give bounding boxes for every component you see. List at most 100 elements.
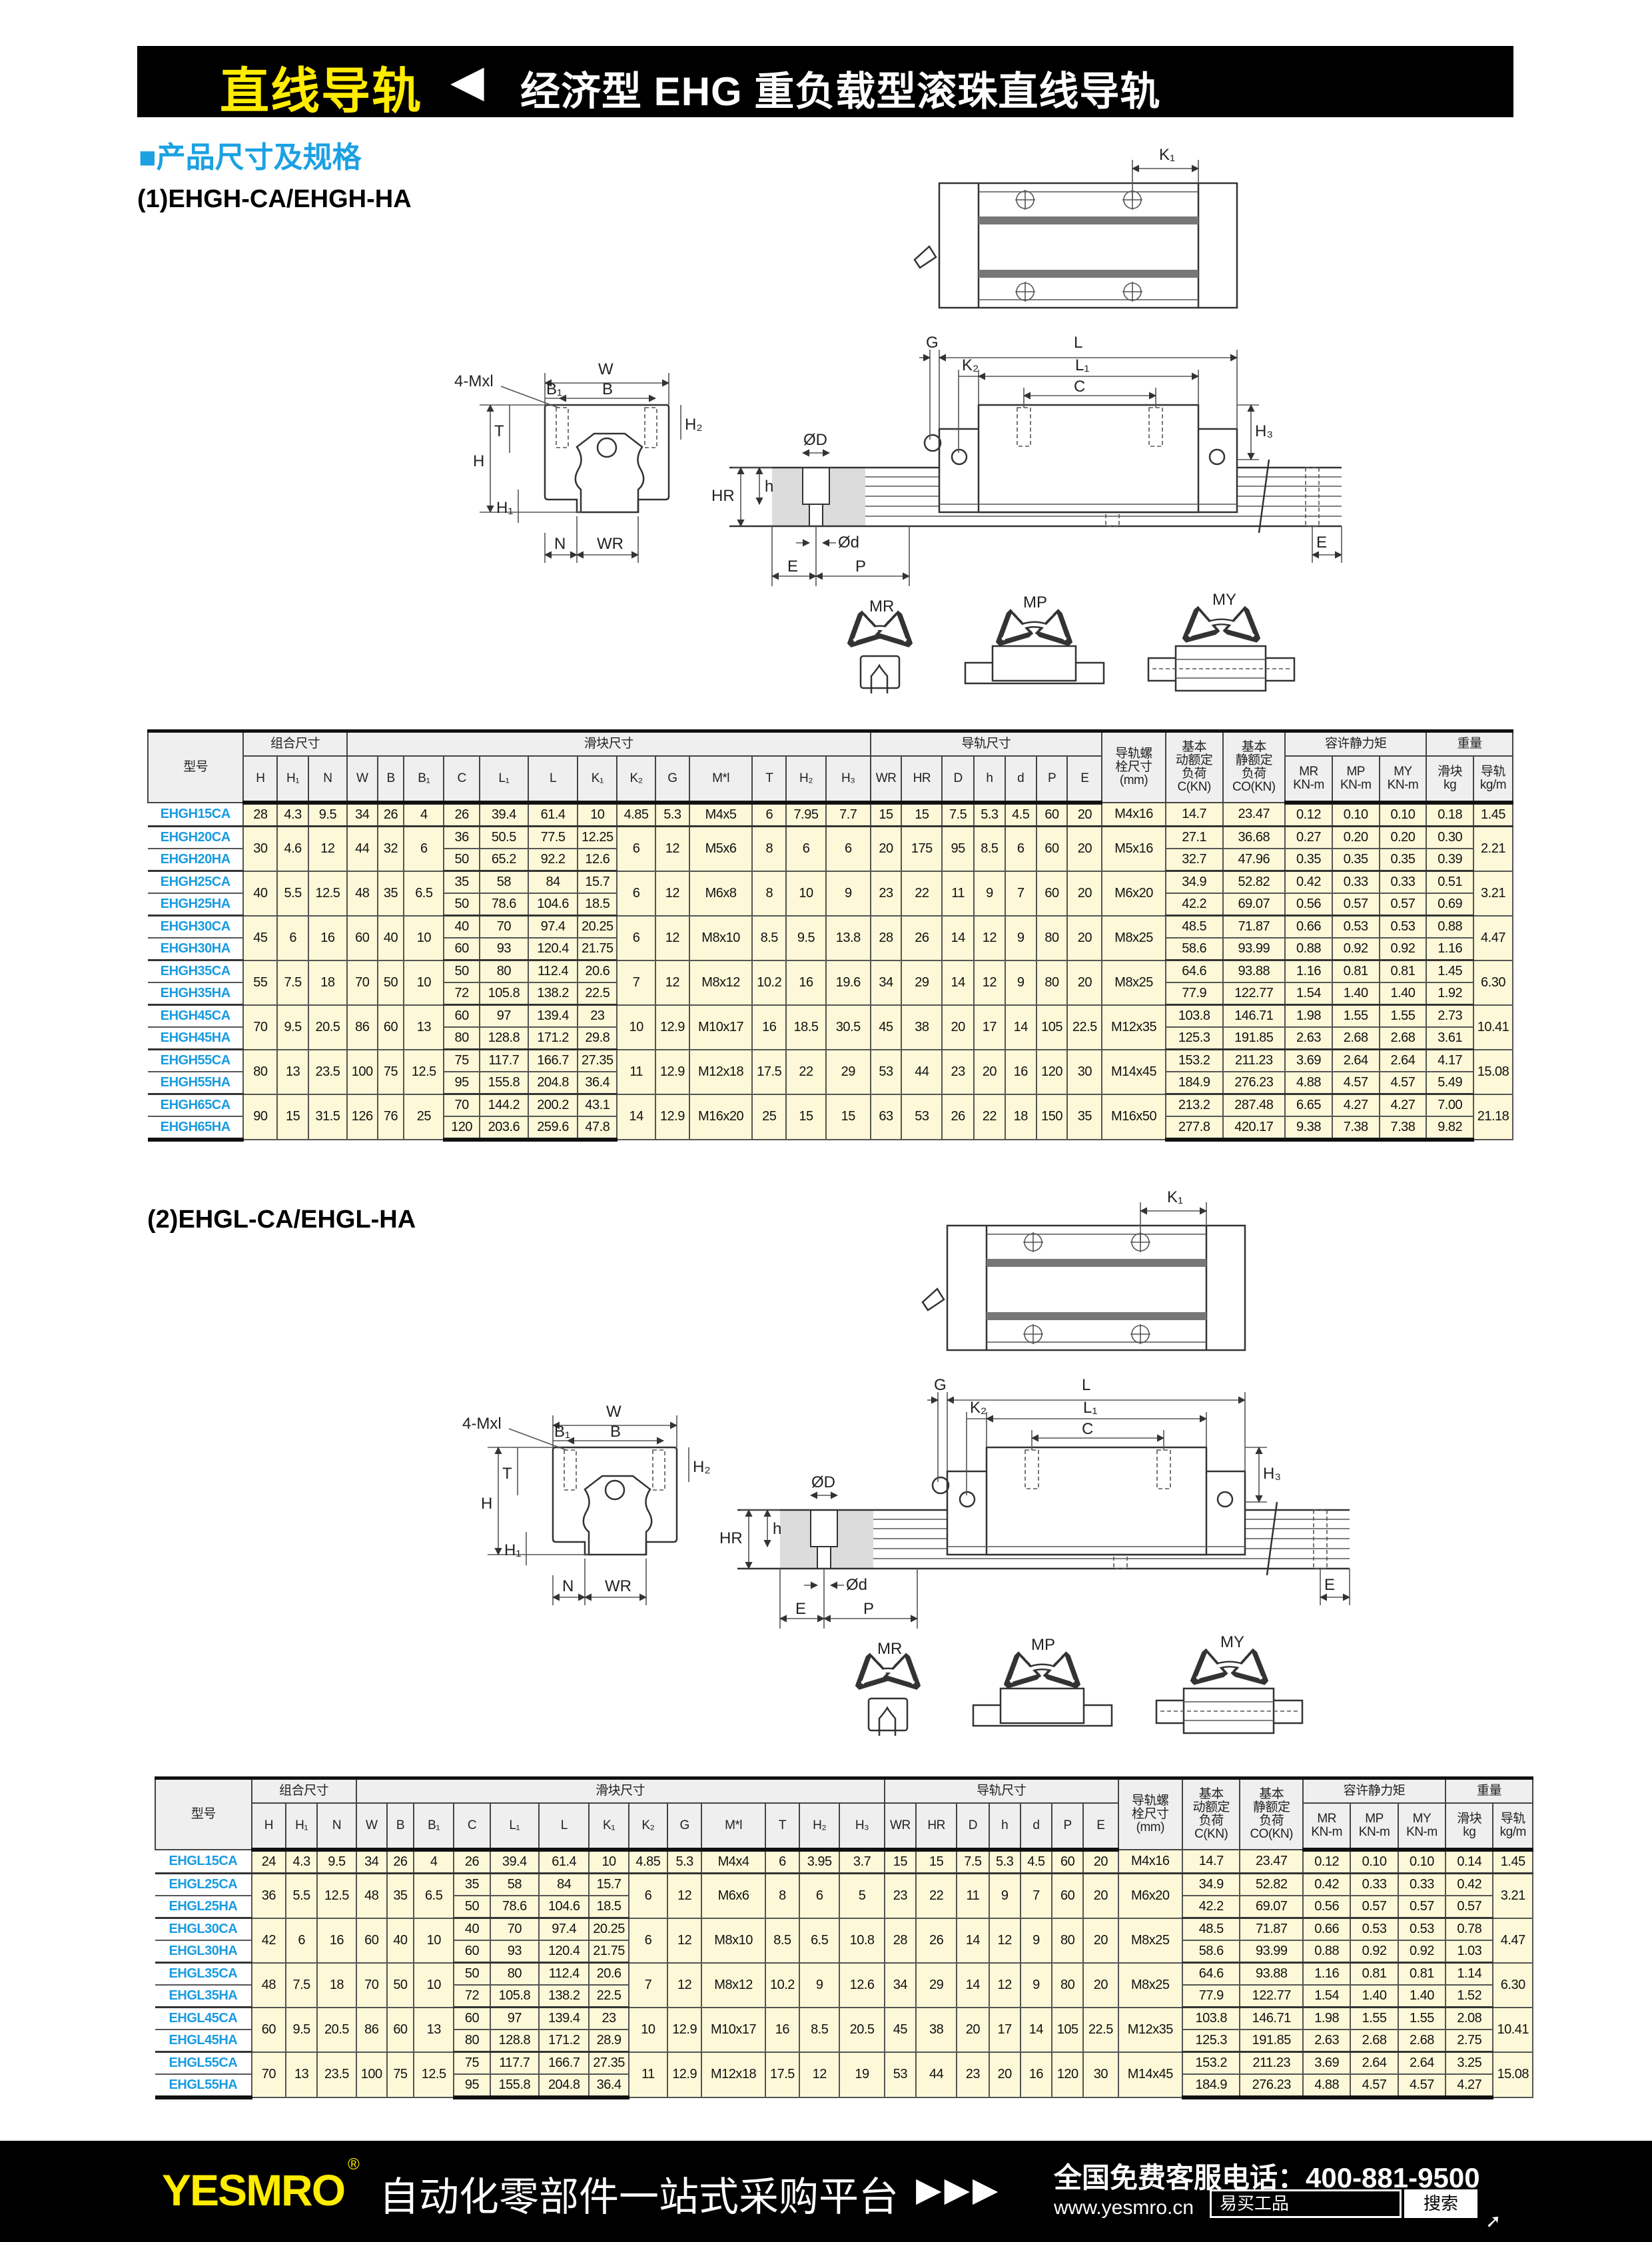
table-cell: M4x5 — [688, 802, 753, 827]
label-l: L — [1082, 1376, 1090, 1394]
table-cell: 0.66 — [1284, 915, 1333, 938]
table-cell: 12 — [654, 870, 690, 917]
table-cell: 9 — [1019, 1962, 1053, 2008]
table-cell: 75 — [376, 1048, 405, 1095]
table-cell: 276.23 — [1239, 2073, 1304, 2099]
column-header: H — [250, 1802, 287, 1852]
table-cell: 420.17 — [1222, 1116, 1286, 1142]
table-cell: 0.53 — [1397, 1917, 1447, 1941]
table-cell: 20 — [1066, 915, 1103, 961]
table-cell: M12x18 — [688, 1048, 753, 1095]
table-cell: 36 — [443, 825, 481, 849]
table-cell: 3.69 — [1302, 2051, 1352, 2075]
label-h1: H₁ — [504, 1541, 521, 1559]
label-my: MY — [1220, 1633, 1244, 1651]
table-cell: 28 — [242, 802, 278, 827]
column-header: D — [956, 1802, 990, 1852]
table-cell: 1.40 — [1397, 1984, 1447, 2008]
footer-banner: YESMRO ® 自动化零部件一站式采购平台 ▶▶▶ 全国免费客服电话：400-… — [0, 2141, 1652, 2242]
table-cell: 2.68 — [1331, 1026, 1380, 1050]
table-cell: M8x25 — [1101, 959, 1166, 1006]
table-cell: 6 — [403, 825, 445, 872]
table-cell: 38 — [915, 2006, 958, 2053]
table-cell: 117.7 — [479, 1048, 529, 1072]
table-cell: 50 — [376, 959, 405, 1006]
table-cell: 0.42 — [1445, 1872, 1494, 1896]
search-button[interactable]: 搜索 — [1404, 2189, 1477, 2218]
column-header: L₁ — [489, 1802, 540, 1852]
table-cell: 1.45 — [1426, 959, 1475, 983]
table-cell: 0.10 — [1331, 802, 1380, 827]
header-slider-dims: 滑块尺寸 — [346, 729, 871, 757]
column-header: L — [527, 755, 579, 805]
table-cell: M14x45 — [1101, 1048, 1166, 1095]
header-dynamic-load: 基本 动额定 负荷 C(KN) — [1164, 729, 1224, 803]
table-cell: 14 — [941, 959, 975, 1006]
yesmro-logo: YESMRO — [162, 2165, 346, 2215]
table-cell: 39.4 — [479, 802, 529, 827]
table-cell: 26 — [386, 1849, 415, 1874]
header-slider-dims: 滑块尺寸 — [355, 1776, 885, 1804]
table-cell: 78.6 — [489, 1895, 540, 1919]
table-cell: 2.64 — [1350, 2051, 1399, 2075]
table-cell: 138.2 — [527, 982, 579, 1006]
website-link[interactable]: www.yesmro.cn — [1054, 2197, 1194, 2219]
table-cell: 0.56 — [1284, 893, 1333, 917]
table-cell: 146.71 — [1239, 2006, 1304, 2030]
table-cell: 4 — [403, 802, 445, 827]
table-cell: 5.3 — [654, 802, 690, 827]
table-cell: 80 — [479, 959, 529, 983]
column-header: WR — [883, 1802, 917, 1852]
table-cell: 8.5 — [764, 1917, 801, 1964]
label-p: P — [855, 558, 866, 575]
table-cell: 12.5 — [413, 2051, 455, 2098]
table-cell: 11 — [941, 870, 975, 917]
header-model: 型号 — [155, 1776, 252, 1850]
column-header: K₁ — [577, 755, 618, 805]
table-cell: 50.5 — [479, 825, 529, 849]
label-n: N — [554, 535, 566, 553]
table-cell: M16x20 — [688, 1093, 753, 1140]
label-mr: MR — [877, 1640, 902, 1658]
section-title: ■产品尺寸及规格 — [139, 141, 362, 174]
column-header: N — [308, 755, 348, 805]
table-cell: 6 — [785, 825, 827, 872]
search-input[interactable]: 易买工品 — [1210, 2189, 1402, 2218]
label-l1: L₁ — [1083, 1399, 1097, 1417]
table-cell: 3.95 — [799, 1849, 841, 1874]
label-od: ØD — [803, 431, 827, 449]
table-cell: 14.7 — [1164, 802, 1224, 827]
table-cell: 21.75 — [577, 937, 618, 961]
table-cell: 12 — [654, 959, 690, 1006]
table-cell: 76 — [376, 1093, 405, 1140]
table-cell: 10.2 — [751, 959, 787, 1006]
table-cell: 17.5 — [764, 2051, 801, 2098]
table-cell: 9 — [973, 870, 1006, 917]
header-rail-dims: 导轨尺寸 — [883, 1776, 1119, 1804]
header-rail-bolt: 导轨螺 栓尺寸 (mm) — [1117, 1776, 1184, 1850]
table-cell: 0.20 — [1331, 825, 1380, 849]
table-cell: 15 — [915, 1849, 958, 1874]
column-header: K₂ — [627, 1802, 669, 1852]
table-cell: 122.77 — [1222, 982, 1286, 1006]
table-cell: 0.81 — [1350, 1962, 1399, 1986]
table-cell: 55 — [242, 959, 278, 1006]
table-cell: M6x6 — [701, 1872, 766, 1919]
table-cell: 20 — [1082, 1872, 1119, 1919]
table-cell: 22 — [785, 1048, 827, 1095]
model-cell: EHGH25CA — [148, 870, 244, 894]
table-cell: 0.57 — [1445, 1895, 1494, 1919]
label-mr: MR — [869, 597, 894, 615]
table-cell: 71.87 — [1239, 1917, 1304, 1941]
table-cell: 4.27 — [1378, 1093, 1428, 1117]
table-cell: 25 — [751, 1093, 787, 1140]
label-e: E — [795, 1600, 806, 1618]
side-view: G L K₂ L₁ C H₃ ØD h HR Ød E P E — [719, 1376, 1351, 1629]
header-combo-dims: 组合尺寸 — [250, 1776, 357, 1804]
table-cell: 60 — [355, 1917, 388, 1964]
table-cell: 60 — [453, 2006, 491, 2030]
table-cell: 120 — [1051, 2051, 1084, 2098]
